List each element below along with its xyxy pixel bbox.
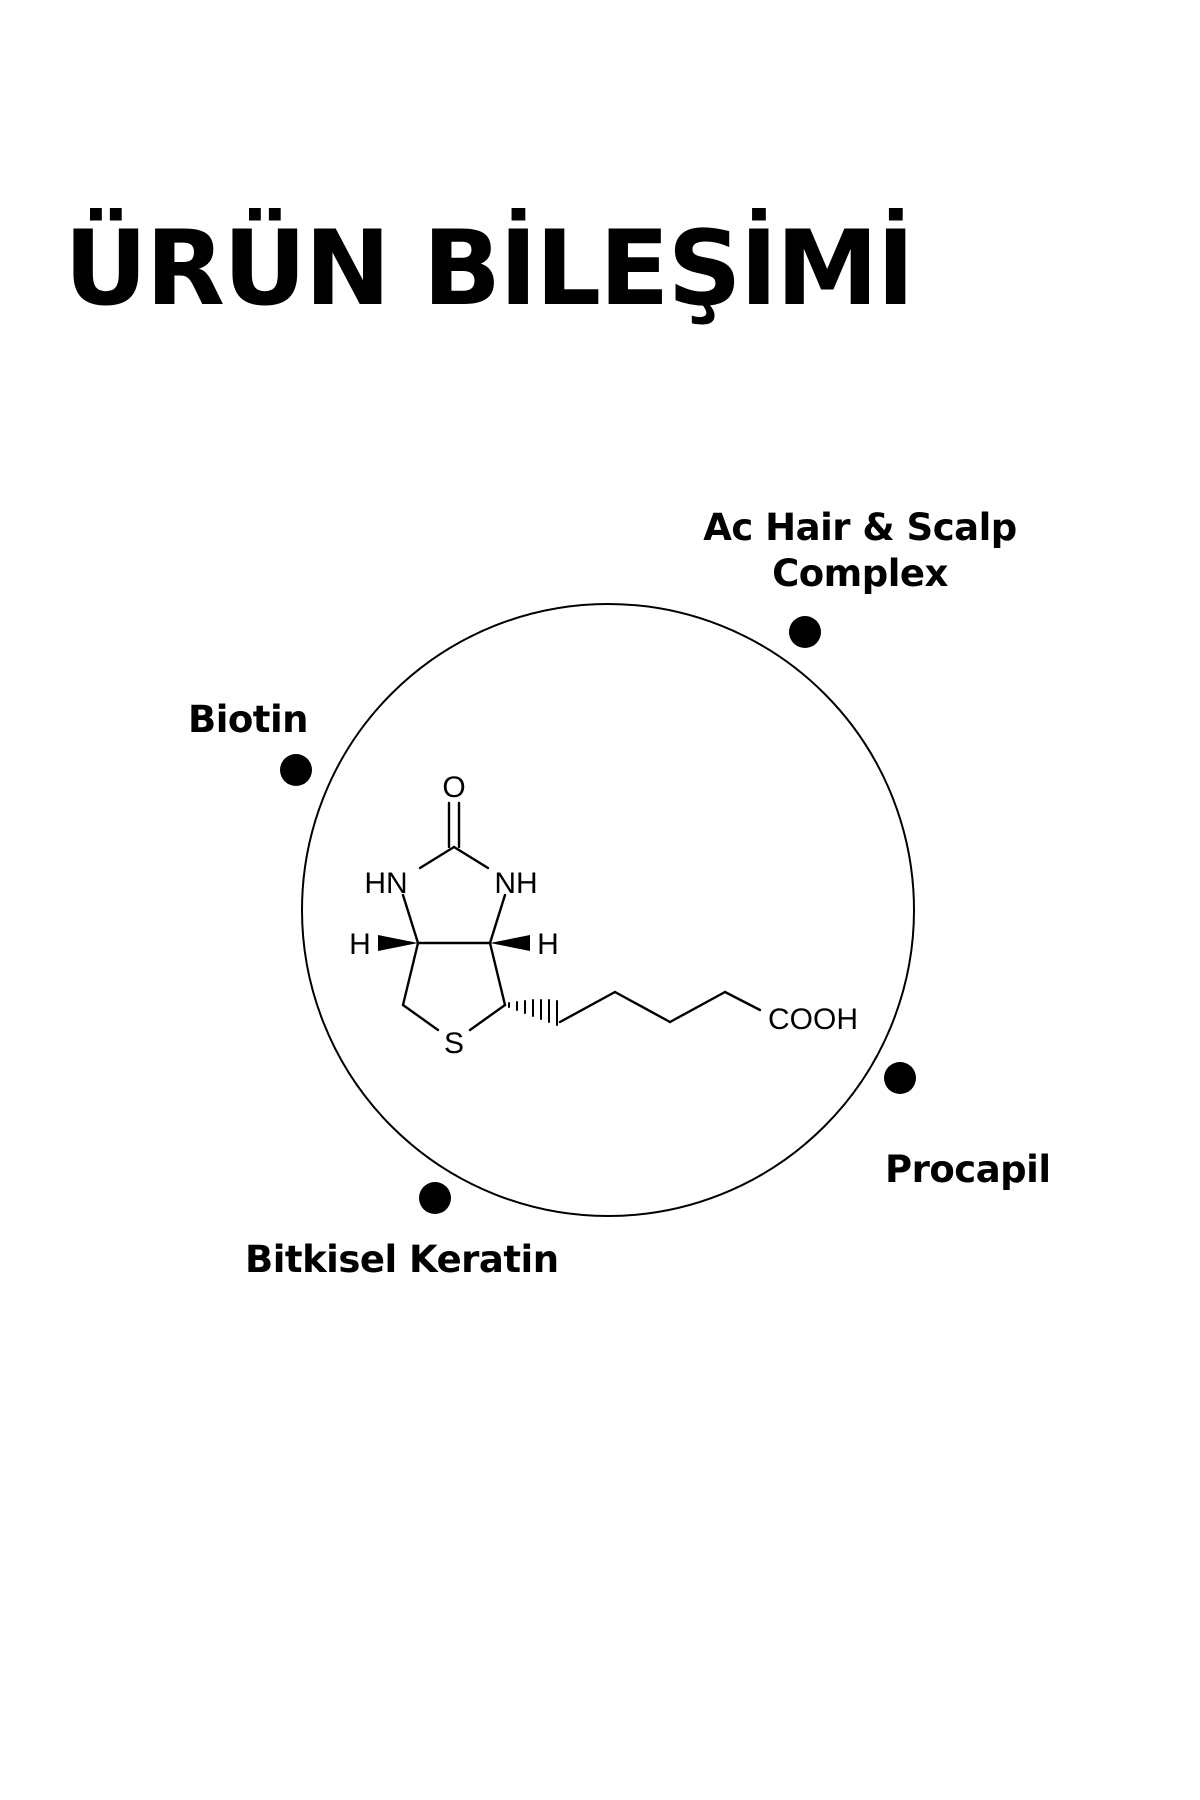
biotin-structure <box>401 801 762 1032</box>
atom-nh-right: NH <box>494 867 537 900</box>
atom-sulfur: S <box>444 1027 464 1060</box>
ingredient-label-bitkisel-keratin: Bitkisel Keratin <box>245 1238 559 1281</box>
wedge-bond-left <box>378 935 418 951</box>
atom-carboxyl: COOH <box>768 1003 858 1036</box>
ingredient-dot-procapil <box>884 1062 916 1094</box>
atom-hn-left: HN <box>364 867 407 900</box>
atom-h-left: H <box>349 928 371 961</box>
ingredient-dot-bitkisel-keratin <box>419 1182 451 1214</box>
ingredient-label-procapil: Procapil <box>885 1148 1051 1191</box>
page-title: ÜRÜN BİLEŞİMİ <box>64 209 915 329</box>
hashed-bond <box>508 999 558 1026</box>
wedge-bond-right <box>490 935 530 951</box>
ingredient-dot-biotin <box>280 754 312 786</box>
ingredient-dot-ac-hair-scalp-complex <box>789 616 821 648</box>
ingredient-label-ac-hair-scalp-complex: Ac Hair & Scalp Complex <box>700 505 1020 597</box>
ingredient-label-line: Complex <box>772 552 948 595</box>
ingredient-label-line: Ac Hair & Scalp <box>703 506 1017 549</box>
composition-circle <box>301 603 915 1217</box>
atom-h-right: H <box>537 928 559 961</box>
atom-oxygen: O <box>442 771 465 804</box>
ingredient-label-biotin: Biotin <box>188 698 309 741</box>
